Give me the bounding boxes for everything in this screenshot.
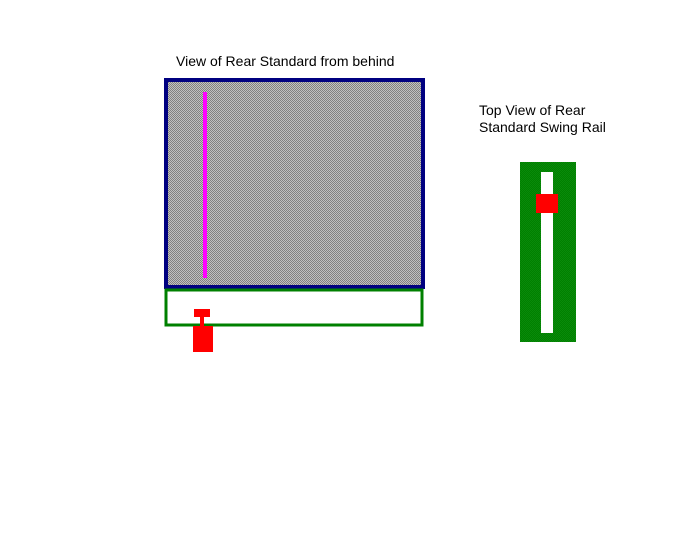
rear-view-title: View of Rear Standard from behind	[176, 53, 395, 69]
top-view-title-line-2: Standard Swing Rail	[479, 119, 606, 135]
top-view-title: Top View of Rear Standard Swing Rail	[479, 102, 606, 136]
swing-lock-knob-front	[193, 309, 213, 352]
rear-standard-panel	[164, 78, 425, 289]
swing-lock-knob-top	[536, 194, 558, 213]
top-view-title-line-1: Top View of Rear	[479, 102, 586, 118]
swing-rail-front	[164, 288, 424, 327]
swing-indicator-line	[203, 92, 207, 278]
